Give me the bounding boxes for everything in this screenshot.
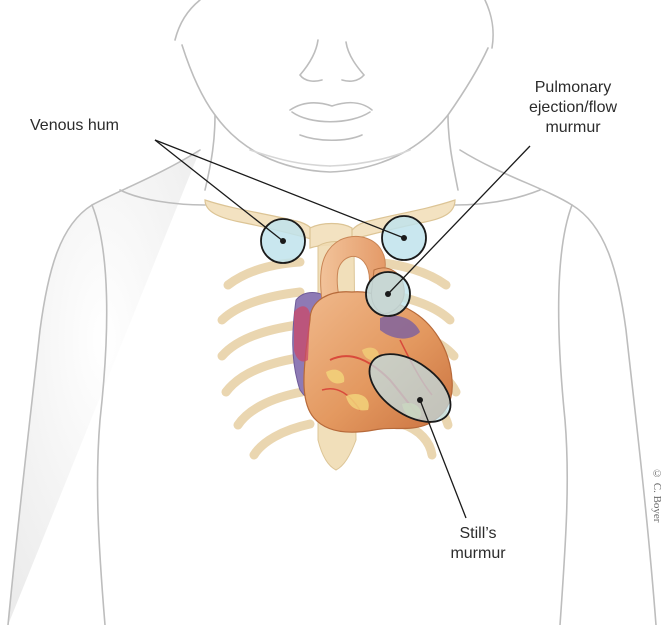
label-pulmonary-line2: ejection/flow	[504, 98, 642, 118]
copyright-credit: © C. Boyer	[649, 468, 661, 548]
label-venous-hum-text: Venous hum	[30, 116, 119, 136]
label-pulmonary-line3: murmur	[504, 118, 642, 138]
label-venous-hum: Venous hum	[30, 116, 119, 136]
label-stills-line2: murmur	[438, 544, 518, 564]
label-pulmonary-murmur: Pulmonary ejection/flow murmur	[504, 78, 642, 138]
label-pulmonary-line1: Pulmonary	[504, 78, 642, 98]
label-stills-line1: Still’s	[438, 524, 518, 544]
label-stills-murmur: Still’s murmur	[438, 524, 518, 564]
head-outline	[175, 0, 493, 190]
